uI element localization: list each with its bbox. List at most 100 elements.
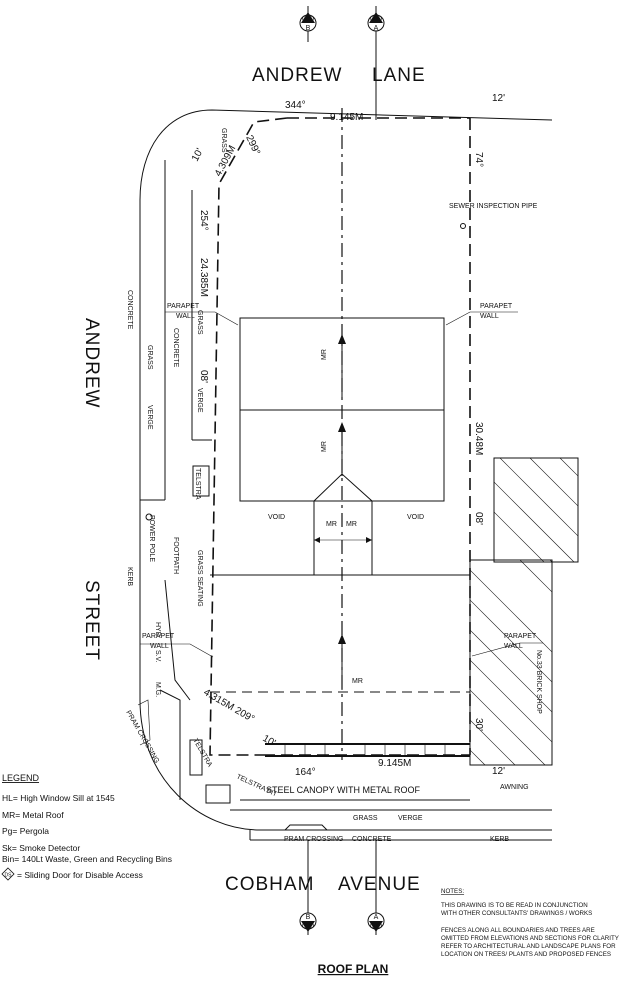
notes: NOTES: THIS DRAWING IS TO BE READ IN CON…: [441, 888, 619, 958]
marker-sub-label: 000: [370, 923, 382, 930]
label-mr-upper-1: MR: [321, 349, 328, 360]
label-concrete-outer: CONCRETE: [126, 290, 133, 330]
marker-letter: A: [374, 25, 379, 32]
label-concrete-inner: CONCRETE: [172, 328, 179, 368]
label-grass-left: GRASS: [146, 345, 153, 370]
label-pram-crossing-left: PRAM CROSSING: [124, 710, 160, 765]
dim-right-min: 08': [473, 512, 484, 525]
label-mr-valley-right: MR: [346, 521, 357, 528]
sliding-door-icon: DS: [1, 867, 15, 881]
label-sewer: SEWER INSPECTION PIPE: [449, 203, 538, 210]
label-pram-crossing-bottom: PRAM CROSSING: [284, 836, 344, 843]
label-parapet-3: PARAPET: [142, 633, 175, 640]
notes-line-2: WITH OTHER CONSULTANTS' DRAWINGS / WORKS: [441, 910, 592, 917]
marker-letter: B: [306, 25, 311, 32]
dim-left-min: 08': [198, 370, 209, 383]
label-awning: AWNING: [500, 784, 529, 791]
street-name-andrew: ANDREW: [81, 318, 102, 408]
dim-left-length: 24.385M: [198, 258, 209, 297]
label-kerb-left: KERB: [126, 567, 133, 586]
dim-bottom-right: 12': [492, 766, 505, 777]
dim-left-bearing: 254°: [198, 210, 209, 231]
legend-item-pg: Pg= Pergola: [2, 826, 49, 836]
notes-line-6: LOCATION ON TREES/ PLANTS AND PROPOSED F…: [441, 951, 611, 958]
street-name-avenue: AVENUE: [338, 874, 421, 895]
label-grass-top: GRASS: [220, 128, 227, 153]
steel-canopy: [265, 743, 470, 757]
dim-right-bearing: 74°: [473, 152, 484, 167]
property-boundary: [209, 117, 471, 756]
notes-line-1: THIS DRAWING IS TO BE READ IN CONJUNCTIO…: [441, 902, 588, 909]
label-wall-2: WALL: [480, 313, 499, 320]
label-hyd: HYD: [154, 622, 161, 637]
dim-bottom-bearing: 164°: [295, 767, 316, 778]
label-power-pole: POWER POLE: [148, 515, 155, 562]
dim-bottom-length: 9.145M: [378, 758, 411, 769]
label-concrete-bottom: CONCRETE: [352, 836, 392, 843]
dim-corner-bottom: 4.315M 209°: [202, 687, 257, 725]
label-footpath: FOOTPATH: [172, 537, 179, 574]
notes-heading: NOTES:: [441, 888, 464, 895]
label-parapet-2: PARAPET: [480, 303, 513, 310]
label-steel-canopy: STEEL CANOPY WITH METAL ROOF: [266, 785, 421, 795]
label-parapet-1: PARAPET: [167, 303, 200, 310]
section-marker-b-top[interactable]: 000 B: [299, 6, 317, 42]
section-marker-a-bottom[interactable]: A 000: [367, 840, 385, 935]
dim-top-length: 9.145M: [330, 112, 363, 123]
label-wall-1: WALL: [176, 313, 195, 320]
label-sv: S.V.: [154, 650, 161, 663]
neighbour-building: [469, 457, 579, 766]
dim-corner-bottom-min: 10': [261, 733, 278, 749]
section-marker-a-top[interactable]: 000 A: [367, 6, 385, 42]
notes-line-4: OMITTED FROM ELEVATIONS AND SECTIONS FOR…: [441, 935, 619, 942]
label-grass-bottom: GRASS: [353, 815, 378, 822]
label-kerb-bottom: KERB: [490, 836, 509, 843]
road-outline: [137, 109, 553, 841]
label-parapet-4: PARAPET: [504, 633, 537, 640]
label-grass-mid: GRASS: [196, 310, 203, 335]
lower-building: [210, 574, 470, 693]
dim-right-bottom-min: 30': [473, 718, 484, 731]
label-mr-upper-2: MR: [321, 441, 328, 452]
dim-right-length: 30.48M: [473, 422, 484, 455]
marker-sub-label: 000: [302, 16, 314, 23]
notes-line-3: FENCES ALONG ALL BOUNDARIES AND TREES AR…: [441, 927, 595, 934]
legend: LEGEND HL= High Window Sill at 1545 MR= …: [1, 773, 172, 881]
label-wall-4: WALL: [504, 643, 523, 650]
legend-item-bin: Bin= 140Lt Waste, Green and Recycling Bi…: [2, 854, 172, 864]
dim-top-bearing: 344°: [285, 100, 306, 111]
label-void-right: VOID: [407, 514, 424, 521]
legend-item-sk: Sk= Smoke Detector: [2, 843, 80, 853]
street-name-andrew-lane-2: LANE: [372, 65, 426, 86]
label-void-left: VOID: [268, 514, 285, 521]
leader-lines: [140, 311, 543, 658]
label-no33-shop: No.33 BRICK SHOP: [535, 650, 542, 714]
marker-sub-label: 000: [302, 923, 314, 930]
drawing-title: ROOF PLAN: [318, 962, 389, 976]
legend-item-ds: = Sliding Door for Disable Access: [17, 870, 143, 880]
label-verge-left: VERGE: [146, 405, 153, 430]
label-mr-valley-left: MR: [326, 521, 337, 528]
label-verge-mid: VERGE: [196, 388, 203, 413]
label-mr-lower: MR: [352, 678, 363, 685]
legend-item-mr: MR= Metal Roof: [2, 810, 64, 820]
ds-symbol-label: DS: [5, 873, 13, 879]
dim-top-right: 12': [492, 93, 505, 104]
street-name-street: STREET: [81, 580, 102, 661]
label-verge-bottom: VERGE: [398, 815, 423, 822]
dim-corner-top: 299°: [243, 134, 262, 157]
street-name-cobham: COBHAM: [225, 874, 314, 895]
section-marker-b-bottom[interactable]: B 000: [299, 840, 317, 935]
label-grass-seating: GRASS SEATING: [196, 550, 203, 607]
dim-corner-top-min: 10': [190, 147, 206, 164]
label-mg: M.G.: [154, 682, 161, 697]
marker-letter: B: [306, 914, 311, 921]
label-telstra-top: TELSTRA: [194, 468, 201, 500]
marker-letter: A: [374, 914, 379, 921]
legend-heading: LEGEND: [2, 773, 40, 783]
street-name-andrew-lane-1: ANDREW: [252, 65, 342, 86]
label-wall-3: WALL: [150, 643, 169, 650]
marker-sub-label: 000: [370, 16, 382, 23]
notes-line-5: REFER TO ARCHITECTURAL AND LANDSCAPE PLA…: [441, 943, 616, 950]
